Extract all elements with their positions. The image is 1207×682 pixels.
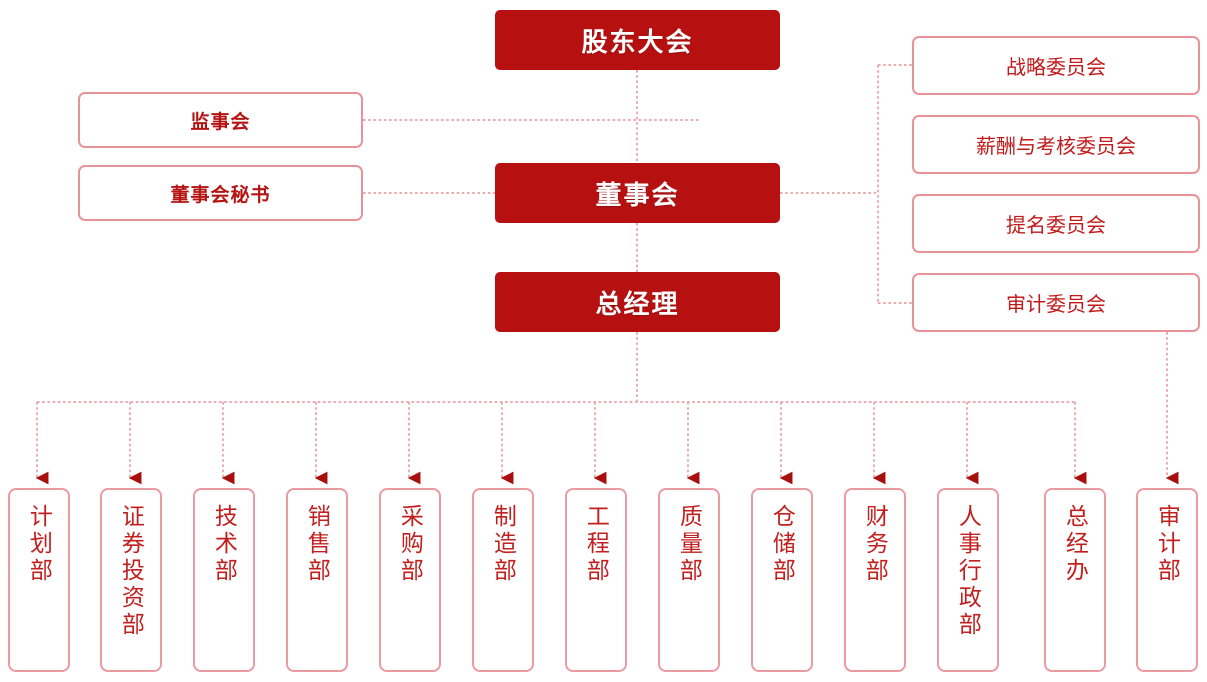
dept-label: 工程部 — [583, 504, 610, 585]
node-label: 董事会秘书 — [170, 184, 271, 206]
node-board-secretary[interactable]: 董事会秘书 — [78, 165, 363, 221]
node-label: 董事会 — [595, 179, 680, 210]
dept-audit[interactable]: 审计部 — [1136, 488, 1198, 672]
dept-planning[interactable]: 计划部 — [8, 488, 70, 672]
dept-label: 审计部 — [1154, 504, 1181, 585]
node-label: 监事会 — [190, 111, 251, 133]
dept-engineering[interactable]: 工程部 — [565, 488, 627, 672]
node-label: 薪酬与考核委员会 — [976, 136, 1136, 158]
dept-label: 计划部 — [26, 504, 53, 585]
node-label: 战略委员会 — [1006, 57, 1106, 79]
dept-purchasing[interactable]: 采购部 — [379, 488, 441, 672]
node-strategy-committee[interactable]: 战略委员会 — [912, 36, 1200, 95]
dept-label: 销售部 — [304, 504, 331, 585]
node-label: 审计委员会 — [1006, 294, 1106, 316]
dept-finance[interactable]: 财务部 — [844, 488, 906, 672]
dept-technology[interactable]: 技术部 — [193, 488, 255, 672]
dept-manufacturing[interactable]: 制造部 — [472, 488, 534, 672]
node-nomination-committee[interactable]: 提名委员会 — [912, 194, 1200, 253]
dept-securities-investment[interactable]: 证券投资部 — [100, 488, 162, 672]
node-label: 股东大会 — [581, 26, 694, 57]
dept-label: 人事行政部 — [955, 504, 982, 639]
dept-quality[interactable]: 质量部 — [658, 488, 720, 672]
dept-label: 财务部 — [862, 504, 889, 585]
dept-label: 总经办 — [1062, 504, 1089, 585]
node-general-manager[interactable]: 总经理 — [495, 272, 780, 332]
dept-general-manager-office[interactable]: 总经办 — [1044, 488, 1106, 672]
dept-hr-administration[interactable]: 人事行政部 — [937, 488, 999, 672]
node-label: 提名委员会 — [1006, 215, 1106, 237]
dept-sales[interactable]: 销售部 — [286, 488, 348, 672]
node-label: 总经理 — [595, 288, 680, 319]
dept-label: 制造部 — [490, 504, 517, 585]
node-compensation-appraisal-committee[interactable]: 薪酬与考核委员会 — [912, 115, 1200, 174]
dept-label: 仓储部 — [769, 504, 796, 585]
dept-label: 采购部 — [397, 504, 424, 585]
dept-warehousing[interactable]: 仓储部 — [751, 488, 813, 672]
dept-label: 质量部 — [676, 504, 703, 585]
node-board-of-directors[interactable]: 董事会 — [495, 163, 780, 223]
dept-label: 证券投资部 — [118, 504, 145, 639]
node-shareholders-meeting[interactable]: 股东大会 — [495, 10, 780, 70]
dept-label: 技术部 — [211, 504, 238, 585]
node-audit-committee[interactable]: 审计委员会 — [912, 273, 1200, 332]
node-board-of-supervisors[interactable]: 监事会 — [78, 92, 363, 148]
